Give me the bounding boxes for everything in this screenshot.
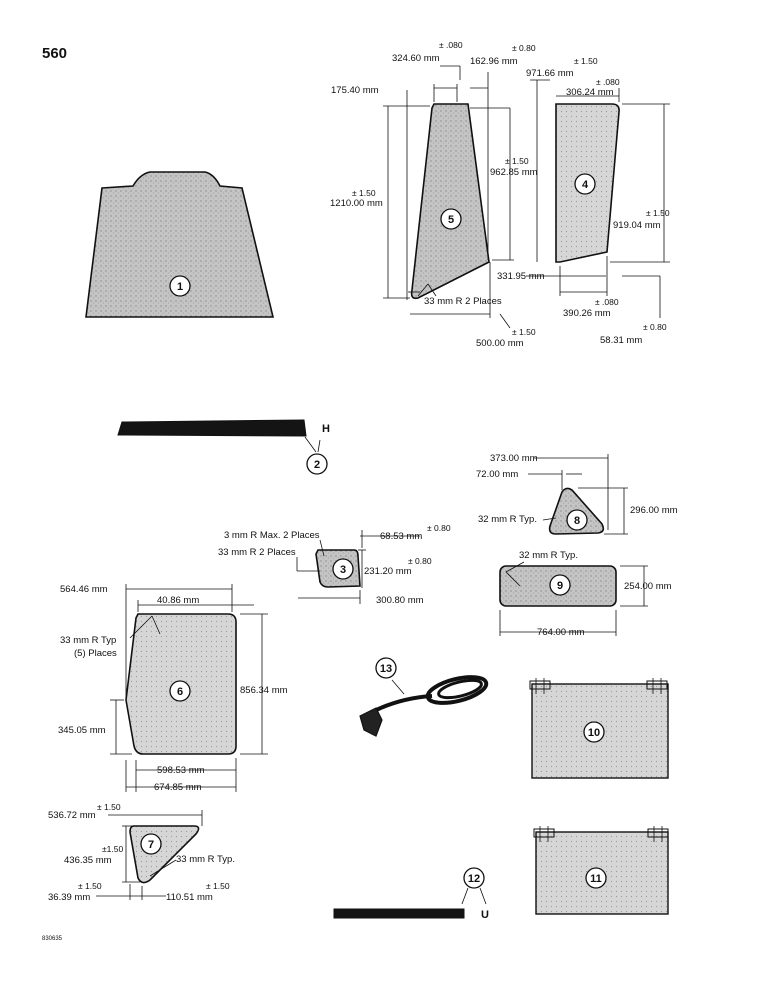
dim-label: 436.35 mm bbox=[64, 855, 112, 866]
dim-label: 72.00 mm bbox=[476, 469, 518, 480]
dim-tolerance: ± 1.50 bbox=[78, 881, 102, 891]
dim-label: 564.46 mm bbox=[60, 584, 108, 595]
dim-label: 58.31 mm bbox=[600, 335, 642, 346]
dim-label: 962.85 mm bbox=[490, 167, 538, 178]
page-number: 560 bbox=[42, 45, 67, 62]
dim-tolerance: ± 0.80 bbox=[643, 322, 667, 332]
dim-tolerance: ± 1.50 bbox=[574, 56, 598, 66]
part-13-callout: 13 bbox=[380, 663, 392, 675]
dim-label: 40.86 mm bbox=[157, 595, 199, 606]
part-6-panel: 6 564.46 mm 40.86 mm 33 mm R Typ (5) Pla… bbox=[58, 584, 288, 793]
dim-tolerance: ± .080 bbox=[596, 77, 620, 87]
dim-label: 162.96 mm bbox=[470, 56, 518, 67]
part-8-callout: 8 bbox=[574, 515, 580, 527]
dim-label: 175.40 mm bbox=[331, 85, 379, 96]
dim-label: 36.39 mm bbox=[48, 892, 90, 903]
dim-tolerance: ± 0.80 bbox=[427, 523, 451, 533]
dim-label: 971.66 mm bbox=[526, 68, 574, 79]
dim-tolerance: ± 1.50 bbox=[646, 208, 670, 218]
part-13-cable: 13 bbox=[359, 657, 489, 737]
radius-note: 33 mm R 2 Places bbox=[218, 547, 296, 558]
dim-tolerance: ± 1.50 bbox=[505, 156, 529, 166]
radius-note: (5) Places bbox=[74, 648, 117, 659]
part-4-panel: 4 ± 1.50 971.66 mm ± .080 306.24 mm ± 1.… bbox=[497, 56, 670, 346]
part-12-strip: U 12 bbox=[333, 867, 489, 921]
dim-tolerance: ± 0.80 bbox=[408, 556, 432, 566]
part-3-callout: 3 bbox=[340, 564, 346, 576]
dim-label: 536.72 mm bbox=[48, 810, 96, 821]
strip-profile-icon: U bbox=[481, 909, 489, 921]
dim-label: 331.95 mm bbox=[497, 271, 545, 282]
part-9-panel: 9 32 mm R Typ. 254.00 mm 764.00 mm bbox=[499, 550, 672, 638]
radius-note: 32 mm R Typ. bbox=[478, 514, 537, 525]
dim-tolerance: ± .080 bbox=[595, 297, 619, 307]
dim-label: 345.05 mm bbox=[58, 725, 106, 736]
dim-label: 390.26 mm bbox=[563, 308, 611, 319]
dim-label: 306.24 mm bbox=[566, 87, 614, 98]
part-7-callout: 7 bbox=[148, 839, 154, 851]
dim-label: 764.00 mm bbox=[537, 627, 585, 638]
dim-label: 110.51 mm bbox=[166, 892, 213, 903]
dim-tolerance: ± .080 bbox=[439, 40, 463, 50]
radius-note: 33 mm R Typ bbox=[60, 635, 116, 646]
dim-tolerance: ± 0.80 bbox=[512, 43, 536, 53]
figure-code: 830635 bbox=[42, 936, 63, 942]
radius-note: 33 mm R 2 Places bbox=[424, 296, 502, 307]
dim-label: 856.34 mm bbox=[240, 685, 288, 696]
strip-profile-icon: H bbox=[322, 423, 330, 435]
dim-label: 254.00 mm bbox=[624, 581, 672, 592]
part-7-panel: 7 ± 1.50 536.72 mm ±1.50 436.35 mm 33 mm… bbox=[48, 802, 235, 903]
dim-label: 598.53 mm bbox=[157, 765, 205, 776]
radius-note: 33 mm R Typ. bbox=[176, 854, 235, 865]
part-12-callout: 12 bbox=[468, 873, 480, 885]
dim-label: 500.00 mm bbox=[476, 338, 524, 349]
part-5-callout: 5 bbox=[448, 214, 454, 226]
part-11-callout: 11 bbox=[590, 873, 602, 885]
part-10-panel: 10 bbox=[529, 678, 669, 779]
part-10-callout: 10 bbox=[588, 727, 600, 739]
dim-tolerance: ± 1.50 bbox=[206, 881, 230, 891]
part-2-callout: 2 bbox=[314, 459, 320, 471]
dim-label: 324.60 mm bbox=[392, 53, 440, 64]
part-4-callout: 4 bbox=[582, 179, 589, 191]
radius-note: 32 mm R Typ. bbox=[519, 550, 578, 561]
dim-label: 919.04 mm bbox=[613, 220, 661, 231]
radius-note: 3 mm R Max. 2 Places bbox=[224, 530, 320, 541]
dim-tolerance: ± 1.50 bbox=[512, 327, 536, 337]
part-8-panel: 8 373.00 mm 72.00 mm 296.00 mm 32 mm R T… bbox=[476, 453, 678, 535]
dim-label: 231.20 mm bbox=[364, 566, 412, 577]
dim-tolerance: ± 1.50 bbox=[97, 802, 121, 812]
callout-circle bbox=[169, 275, 191, 297]
dim-label: 1210.00 mm bbox=[330, 198, 383, 209]
part-5-panel: 5 ± .080 324.60 mm ± 0.80 162.96 mm 175.… bbox=[330, 40, 538, 349]
part-9-callout: 9 bbox=[557, 580, 563, 592]
dim-label: 674.85 mm bbox=[154, 782, 202, 793]
dim-label: 373.00 mm bbox=[490, 453, 538, 464]
dim-label: 300.80 mm bbox=[376, 595, 424, 606]
part-3-panel: 3 3 mm R Max. 2 Places 33 mm R 2 Places … bbox=[218, 523, 451, 606]
part-2-strip: H 2 bbox=[117, 419, 330, 475]
dim-label: 68.53 mm bbox=[380, 531, 422, 542]
dim-label: 296.00 mm bbox=[630, 505, 678, 516]
part-11-panel: 11 bbox=[533, 826, 669, 915]
part-1-panel: 1 bbox=[85, 171, 275, 318]
dim-tolerance: ±1.50 bbox=[102, 844, 123, 854]
part-1-callout: 1 bbox=[177, 281, 183, 293]
dim-tolerance: ± 1.50 bbox=[352, 188, 376, 198]
part-6-callout: 6 bbox=[177, 686, 183, 698]
